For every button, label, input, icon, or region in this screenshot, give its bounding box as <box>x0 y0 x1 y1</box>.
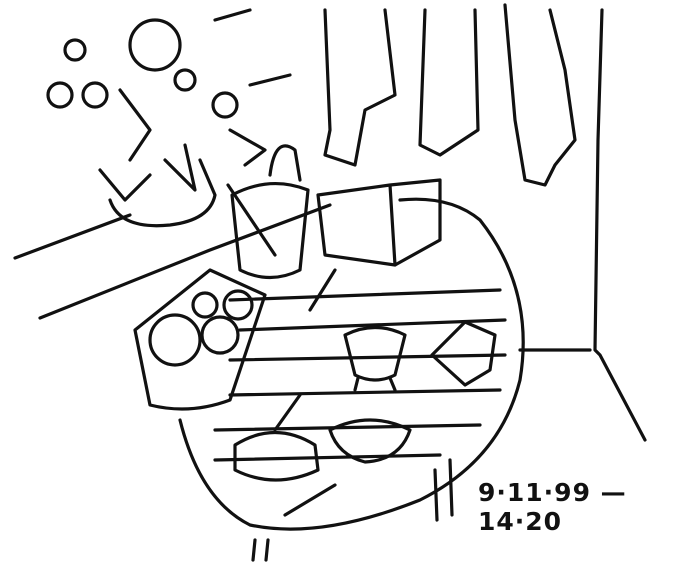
jug <box>230 144 310 280</box>
apple <box>148 313 202 367</box>
flower-vase <box>108 158 217 228</box>
flower-head <box>128 18 182 72</box>
cake-plate <box>233 393 320 482</box>
knife <box>308 268 337 312</box>
food-bowl <box>328 418 412 464</box>
fruit-basket <box>133 268 267 411</box>
glass <box>343 325 407 392</box>
round-table <box>178 197 525 531</box>
book <box>430 320 497 387</box>
table-stripes <box>213 288 507 462</box>
table-legs <box>251 458 454 562</box>
jug-spoon <box>226 183 277 257</box>
counter <box>13 203 332 320</box>
box <box>316 178 442 267</box>
door-frame <box>593 8 647 442</box>
hanging-cloth-2 <box>418 8 480 157</box>
hanging-cloth-3 <box>503 3 577 187</box>
date-annotation: 9·11·99 —14·20 <box>478 478 627 536</box>
utensil <box>283 483 337 517</box>
hanging-cloth-1 <box>323 8 397 167</box>
